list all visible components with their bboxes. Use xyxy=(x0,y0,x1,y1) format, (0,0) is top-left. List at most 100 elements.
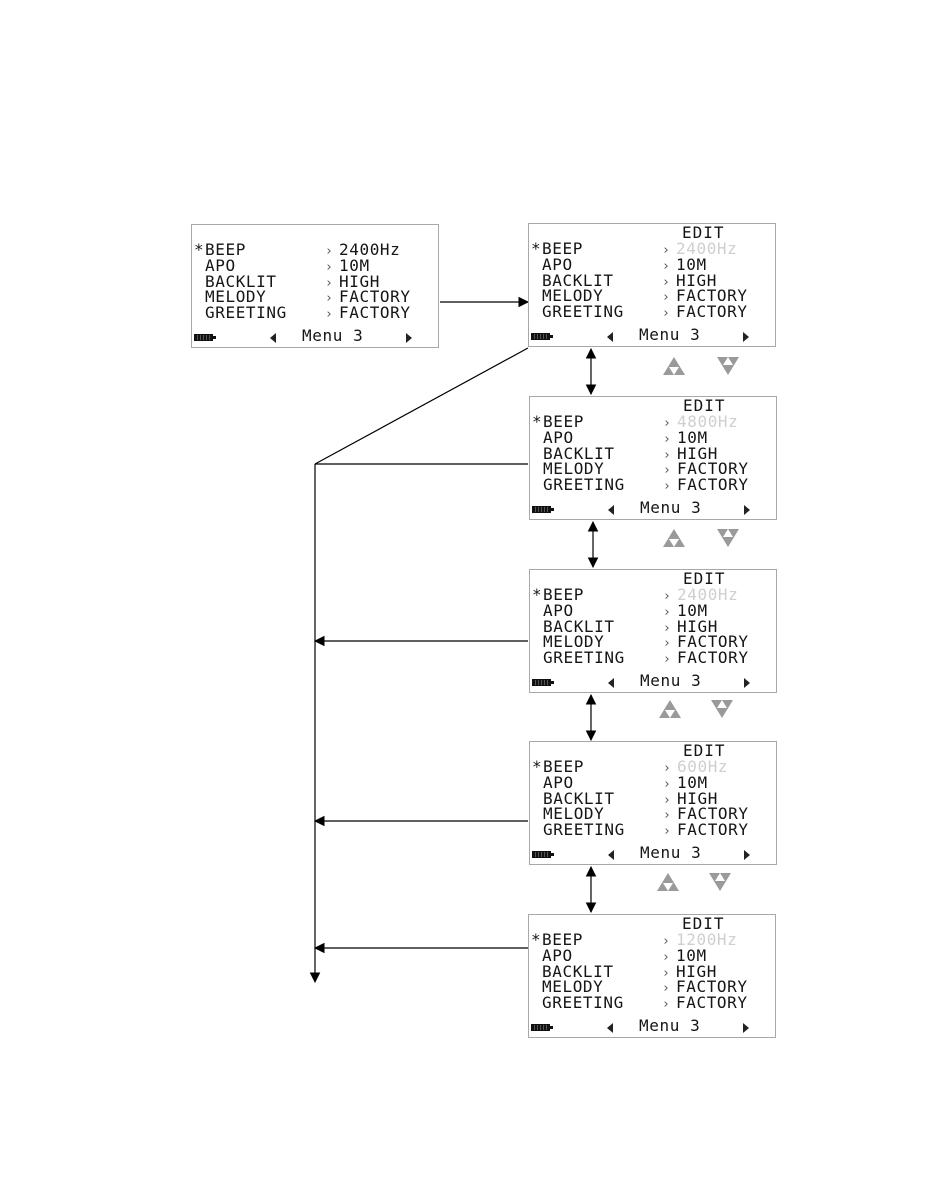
selection-asterisk: * xyxy=(531,930,542,949)
setting-name: BEEP xyxy=(543,757,584,776)
chevron-right-icon: › xyxy=(663,416,672,431)
down-arrow-key-icon xyxy=(711,700,733,718)
chevron-right-icon: › xyxy=(663,589,672,604)
setting-value: FACTORY xyxy=(677,632,749,651)
setting-name: GREETING xyxy=(205,303,287,322)
screen-footer: Menu 3 xyxy=(530,671,776,691)
setting-value: FACTORY xyxy=(677,459,749,478)
chevron-right-icon: › xyxy=(663,793,672,808)
triangle-right-icon xyxy=(744,678,750,688)
chevron-right-icon: › xyxy=(662,934,671,949)
setting-value: FACTORY xyxy=(676,302,748,321)
setting-value: 10M xyxy=(676,255,707,274)
setting-value: 10M xyxy=(676,946,707,965)
setting-name: APO xyxy=(543,773,574,792)
chevron-right-icon: › xyxy=(663,448,672,463)
setting-value: 10M xyxy=(677,428,708,447)
menu-row: MELODY›FACTORY xyxy=(532,806,749,824)
chevron-right-icon: › xyxy=(662,966,671,981)
setting-name: MELODY xyxy=(543,804,605,823)
setting-name: BACKLIT xyxy=(543,617,615,636)
screen-footer: Menu 3 xyxy=(530,843,776,863)
setting-value: HIGH xyxy=(676,271,717,290)
chevron-right-icon: › xyxy=(663,479,672,494)
chevron-right-icon: › xyxy=(662,290,671,305)
menu-row: BACKLIT›HIGH xyxy=(194,274,380,292)
menu-row: *BEEP›600Hz xyxy=(532,759,728,777)
triangle-left-icon xyxy=(607,332,613,342)
menu-row: APO›10M xyxy=(532,775,708,793)
battery-icon xyxy=(532,679,554,686)
setting-value: FACTORY xyxy=(339,303,411,322)
menu-row: *BEEP › 2400Hz xyxy=(194,242,400,260)
setting-name: APO xyxy=(542,946,573,965)
menu-row: *BEEP › 1200Hz xyxy=(531,932,737,950)
chevron-right-icon: › xyxy=(663,777,672,792)
setting-name: MELODY xyxy=(543,459,605,478)
menu-row: *BEEP›2400Hz xyxy=(531,241,737,259)
setting-name: MELODY xyxy=(543,632,605,651)
selection-asterisk: * xyxy=(532,412,543,431)
menu-row: GREETING›FACTORY xyxy=(532,477,749,495)
triangle-left-icon xyxy=(607,1023,613,1033)
setting-name: BEEP xyxy=(543,585,584,604)
selection-asterisk: * xyxy=(194,240,205,259)
chevron-right-icon: › xyxy=(662,950,671,965)
setting-value: HIGH xyxy=(677,444,718,463)
setting-value: HIGH xyxy=(676,962,717,981)
down-arrow-key-icon xyxy=(717,357,739,375)
setting-name: GREETING xyxy=(542,993,624,1012)
setting-value: FACTORY xyxy=(676,977,748,996)
edit-label: EDIT xyxy=(683,569,726,588)
setting-name: BEEP xyxy=(543,412,584,431)
edit-label: EDIT xyxy=(682,914,725,933)
menu-row: APO›10M xyxy=(194,258,370,276)
menu-row: APO›10M xyxy=(531,257,707,275)
battery-icon xyxy=(532,506,554,513)
setting-value: 1200Hz xyxy=(676,930,738,949)
menu-row: MELODY›FACTORY xyxy=(531,288,748,306)
triangle-left-icon xyxy=(608,678,614,688)
setting-name: BEEP xyxy=(542,930,583,949)
chevron-right-icon: › xyxy=(662,259,671,274)
menu-row: APO › 10M xyxy=(531,948,707,966)
setting-name: MELODY xyxy=(205,287,267,306)
setting-name: MELODY xyxy=(542,977,604,996)
menu-label: Menu 3 xyxy=(640,671,702,690)
setting-value: FACTORY xyxy=(676,286,748,305)
screen-footer: Menu 3 xyxy=(192,326,438,346)
setting-value: 600Hz xyxy=(677,757,729,776)
chevron-right-icon: › xyxy=(663,621,672,636)
chevron-right-icon: › xyxy=(662,275,671,290)
chevron-right-icon: › xyxy=(663,432,672,447)
setting-name: BEEP xyxy=(205,240,246,259)
menu-row: GREETING›FACTORY xyxy=(194,305,411,323)
triangle-right-icon xyxy=(406,333,412,343)
chevron-right-icon: › xyxy=(325,291,334,306)
setting-value: 2400Hz xyxy=(676,239,738,258)
chevron-right-icon: › xyxy=(662,997,671,1012)
setting-value: 4800Hz xyxy=(677,412,739,431)
setting-value: HIGH xyxy=(677,617,718,636)
menu-row: *BEEP›2400Hz xyxy=(532,587,738,605)
menu-row: MELODY›FACTORY xyxy=(532,461,749,479)
up-arrow-key-icon xyxy=(663,357,685,375)
menu-row: APO›10M xyxy=(532,603,708,621)
setting-name: BACKLIT xyxy=(542,962,614,981)
menu-label: Menu 3 xyxy=(639,325,701,344)
setting-value: HIGH xyxy=(339,272,380,291)
setting-value: 2400Hz xyxy=(339,240,401,259)
chevron-right-icon: › xyxy=(663,824,672,839)
menu-row: APO›10M xyxy=(532,430,708,448)
setting-name: BACKLIT xyxy=(542,271,614,290)
menu-label: Menu 3 xyxy=(302,326,364,345)
menu-label: Menu 3 xyxy=(640,843,702,862)
down-arrow-key-icon xyxy=(709,873,731,891)
chevron-right-icon: › xyxy=(325,244,334,259)
menu-row: GREETING›FACTORY xyxy=(531,995,748,1013)
triangle-right-icon xyxy=(744,505,750,515)
